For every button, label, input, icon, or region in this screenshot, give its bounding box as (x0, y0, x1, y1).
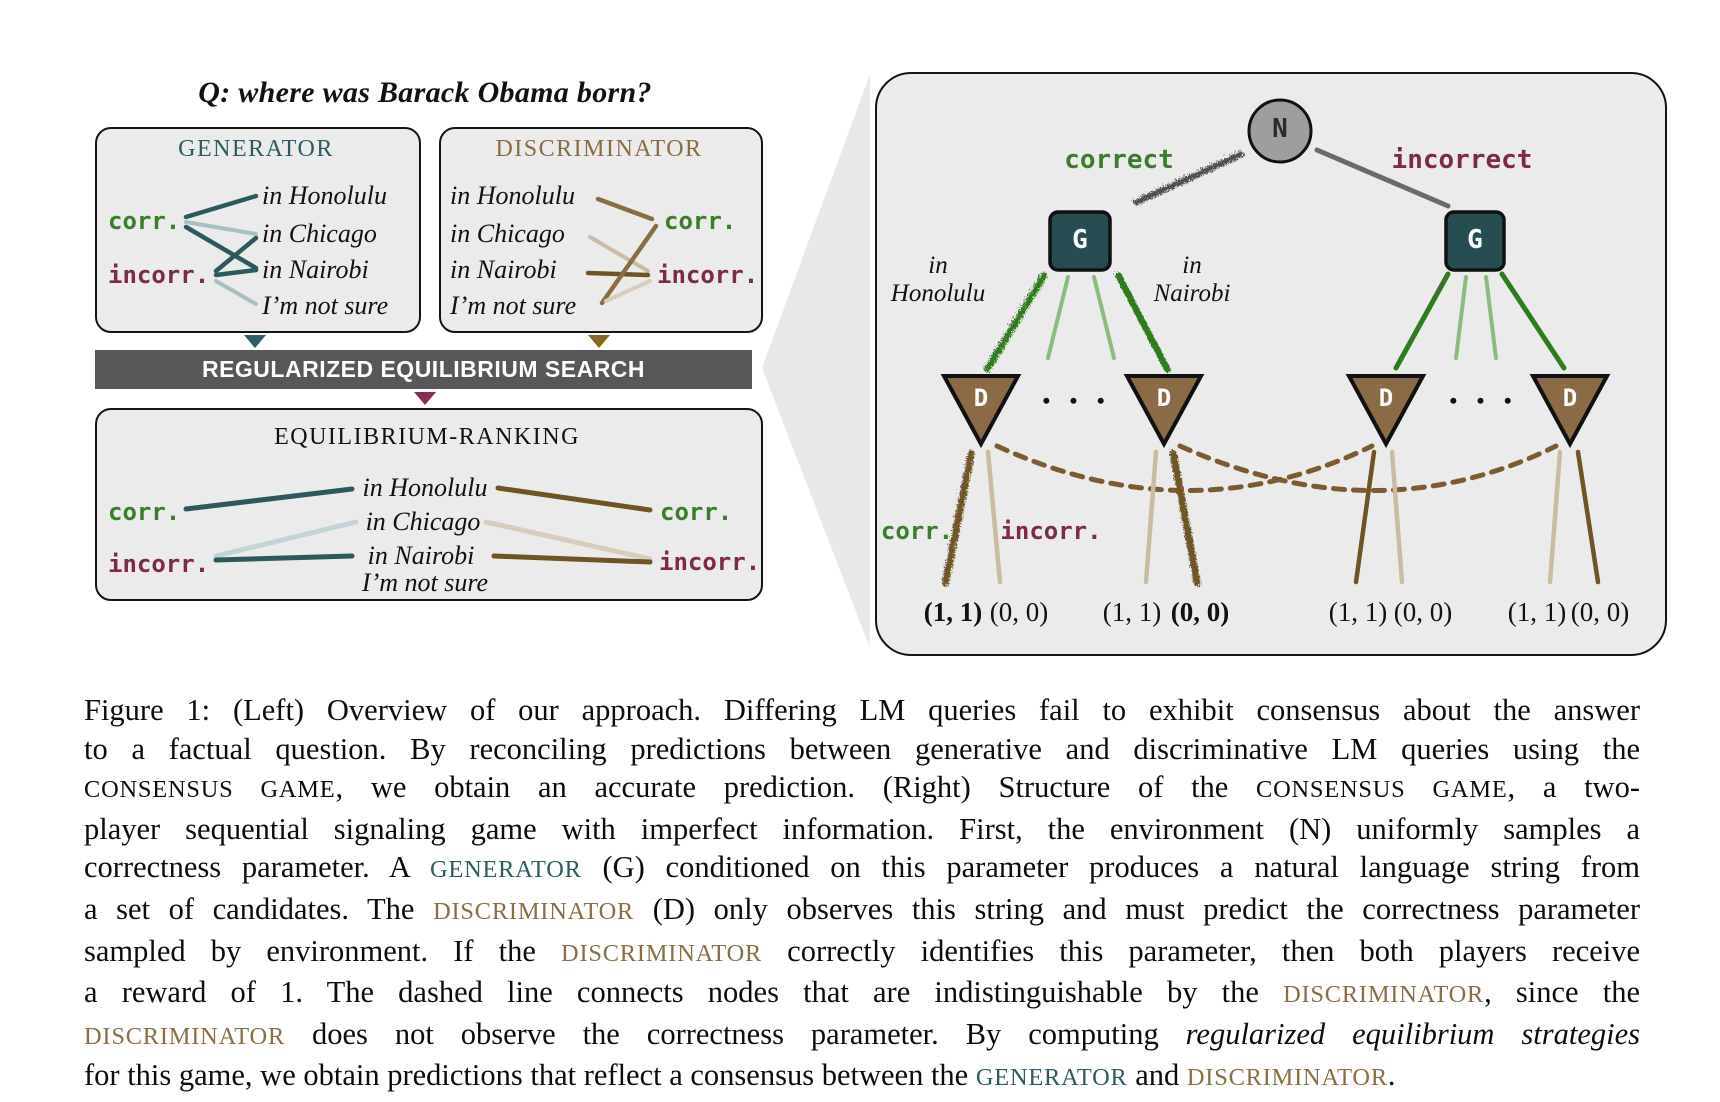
in-nairobi-word-2: Nairobi (1153, 280, 1231, 307)
equilibrium-option-notsure: I’m not sure (361, 568, 489, 597)
caption-segment: to a factual question. By reconciling pr… (84, 731, 1640, 766)
caption-line-1: Figure 1: (Left) Overview of our approac… (84, 691, 1640, 730)
generator-option-notsure: I’m not sure (262, 291, 389, 320)
discriminator-node-2-letter: D (1156, 384, 1172, 412)
caption-line-6: a set of candidates. The DISCRIMINATOR (… (84, 890, 1640, 932)
caption-line-10: for this game, we obtain predictions tha… (84, 1056, 1640, 1098)
generator-option-chicago: in Chicago (262, 219, 377, 248)
incorrect-edge-label: incorrect (1391, 145, 1533, 175)
payoff-3-right: (0, 0) (1393, 597, 1453, 627)
payoff-3-left: (1, 1) (1328, 597, 1388, 627)
ellipsis-right: • • • (1449, 388, 1519, 413)
discriminator-option-nairobi: in Nairobi (450, 255, 557, 284)
caption-line-8: a reward of 1. The dashed line connects … (84, 973, 1640, 1015)
caption-segment: does not observe the correctness paramet… (285, 1016, 1186, 1051)
caption-line-2: to a factual question. By reconciling pr… (84, 730, 1640, 769)
discriminator-flow-arrow (588, 335, 610, 348)
caption-segment: correctly identifies this parameter, the… (762, 933, 1641, 968)
equilibrium-incorr-right: incorr. (659, 548, 761, 576)
payoff-2-right: (0, 0) (1170, 597, 1230, 627)
caption-segment: DISCRIMINATOR (84, 1022, 286, 1050)
caption-segment: (D) only observes this string and must p… (634, 891, 1640, 926)
discriminator-node-1-letter: D (973, 384, 989, 412)
caption-segment: for this game, we obtain predictions tha… (84, 1058, 976, 1093)
caption-segment: regularized equilibrium strategies (1185, 1016, 1641, 1051)
payoff-2-left: (1, 1) (1102, 597, 1162, 627)
generator-incorr-label: incorr. (108, 261, 210, 289)
generator-option-nairobi: in Nairobi (262, 255, 369, 284)
search-flow-arrow (414, 392, 436, 405)
caption-segment: Figure 1: (Left) Overview of our approac… (84, 693, 1640, 727)
in-honolulu-word-2: Honolulu (890, 280, 986, 307)
payoff-4-left: (1, 1) (1507, 597, 1567, 627)
tree-incorr-label: incorr. (1000, 517, 1102, 545)
discriminator-node-4-letter: D (1562, 384, 1578, 412)
discriminator-title: DISCRIMINATOR (495, 136, 703, 162)
equilibrium-corr-right: corr. (660, 498, 733, 526)
generator-title: GENERATOR (178, 136, 334, 162)
figure-1-diagram: REGULARIZED EQUILIBRIUM SEARCH (95, 72, 1667, 656)
edge-label-in-honolulu: in Honolulu (891, 252, 985, 308)
generator-node-left-letter: G (1072, 225, 1088, 255)
caption-segment: sampled by environment. If the (84, 933, 562, 968)
caption-segment: and (1127, 1058, 1187, 1093)
question-text: Q: where was Barack Obama born? (198, 76, 652, 109)
caption-segment: DISCRIMINATOR (433, 897, 635, 925)
caption-segment: GENERATOR (429, 856, 582, 884)
caption-segment: CONSENSUS GAME (84, 776, 336, 804)
zoom-funnel-shape (762, 74, 870, 648)
caption-line-5: correctness parameter. A GENERATOR (G) c… (84, 848, 1640, 890)
caption-segment: DISCRIMINATOR (1283, 981, 1485, 1009)
caption-line-3: CONSENSUS GAME, we obtain an accurate pr… (84, 768, 1640, 810)
in-nairobi-word-1: in (1182, 252, 1202, 279)
discriminator-node-3-letter: D (1378, 384, 1394, 412)
generator-corr-label: corr. (108, 207, 181, 235)
caption-segment: player sequential signaling game with im… (84, 811, 1640, 846)
ellipsis-left: • • • (1042, 388, 1112, 413)
payoff-1-left: (1, 1) (923, 597, 983, 627)
caption-segment: DISCRIMINATOR (1186, 1064, 1388, 1092)
equilibrium-ranking-title: EQUILIBRIUM-RANKING (274, 424, 580, 450)
caption-segment: . (1387, 1058, 1396, 1093)
tree-corr-label: corr. (880, 517, 954, 545)
caption-segment: , a two- (1507, 770, 1640, 805)
caption-segment: (G) conditioned on this parameter produc… (581, 850, 1640, 885)
equilibrium-incorr-left: incorr. (108, 550, 210, 578)
caption-segment: CONSENSUS GAME (1256, 776, 1508, 804)
payoff-1-right: (0, 0) (989, 597, 1049, 627)
generator-node-right-letter: G (1467, 225, 1483, 255)
caption-line-7: sampled by environment. If the DISCRIMIN… (84, 932, 1640, 974)
consensus-game-panel (875, 72, 1667, 656)
discriminator-incorr-label: incorr. (657, 261, 759, 289)
caption-segment: , we obtain an accurate prediction. (Rig… (335, 770, 1257, 805)
equilibrium-corr-left: corr. (108, 498, 181, 526)
generator-flow-arrow (244, 335, 266, 348)
discriminator-option-honolulu: in Honolulu (450, 181, 575, 210)
caption-segment: a set of candidates. The (84, 891, 434, 926)
search-bar-label: REGULARIZED EQUILIBRIUM SEARCH (201, 356, 646, 382)
payoff-4-right: (0, 0) (1570, 597, 1630, 627)
regularized-equilibrium-search-bar: REGULARIZED EQUILIBRIUM SEARCH (95, 350, 752, 389)
caption-segment: correctness parameter. A (84, 850, 430, 885)
caption-segment: GENERATOR (975, 1064, 1128, 1092)
caption-segment: a reward of 1. The dashed line connects … (84, 975, 1284, 1010)
edge-label-in-nairobi: in Nairobi (1154, 252, 1231, 308)
discriminator-option-chicago: in Chicago (450, 219, 565, 248)
equilibrium-option-honolulu: in Honolulu (362, 473, 488, 502)
caption-line-9: DISCRIMINATOR does not observe the corre… (84, 1015, 1640, 1057)
in-honolulu-word-1: in (928, 252, 948, 279)
generator-option-honolulu: in Honolulu (262, 181, 387, 210)
equilibrium-option-chicago: in Chicago (365, 507, 481, 536)
nature-node-letter: N (1272, 114, 1288, 144)
equilibrium-option-nairobi: in Nairobi (367, 541, 475, 570)
correct-edge-label: correct (1064, 145, 1174, 175)
caption-line-4: player sequential signaling game with im… (84, 810, 1640, 849)
figure-caption: Figure 1: (Left) Overview of our approac… (84, 691, 1640, 1098)
caption-segment: , since the (1484, 975, 1640, 1010)
caption-segment: DISCRIMINATOR (561, 939, 763, 967)
discriminator-option-notsure: I’m not sure (450, 291, 577, 320)
discriminator-corr-label: corr. (664, 207, 737, 235)
